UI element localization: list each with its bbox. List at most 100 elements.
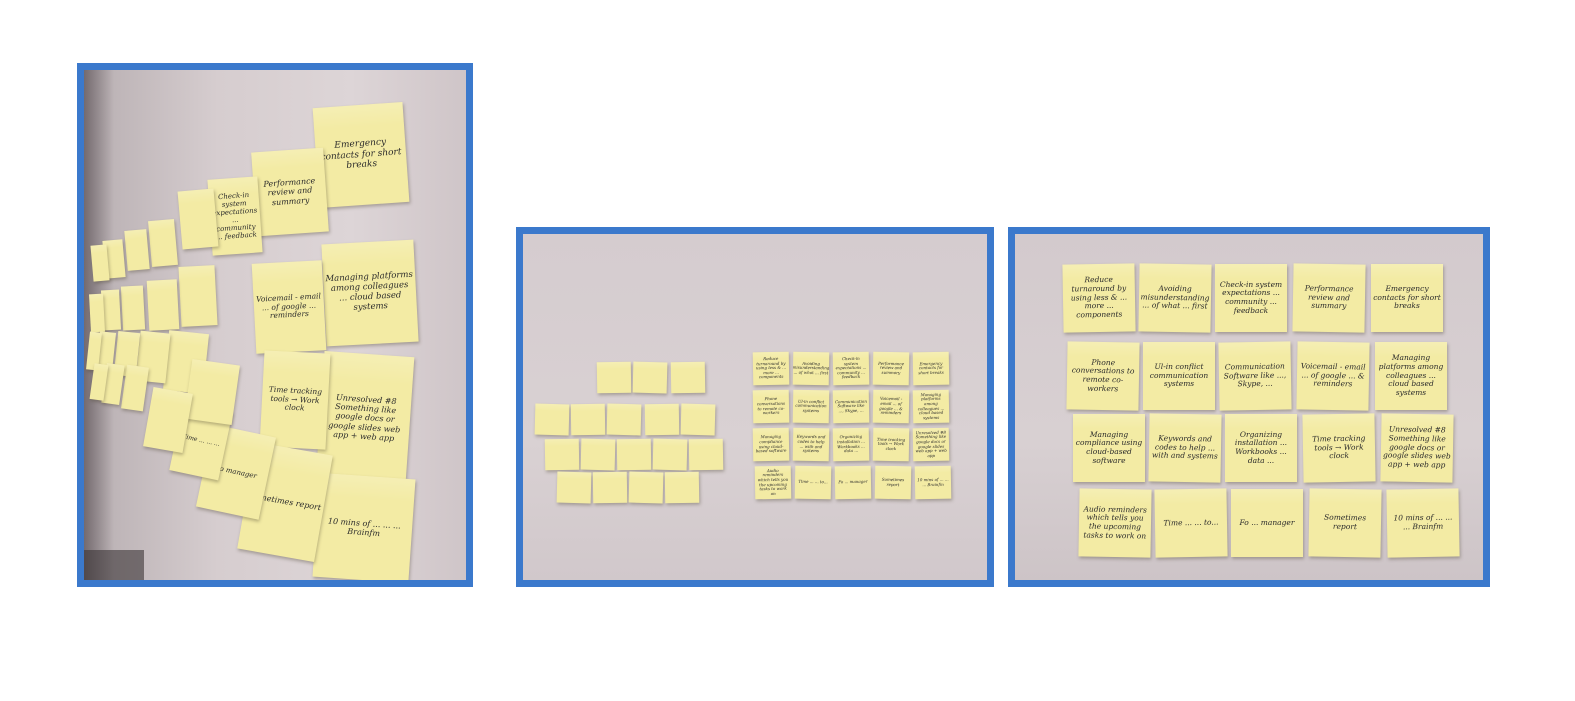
sticky-note-text [686,375,690,379]
sticky-note [146,279,180,331]
sticky-note-text: Voicemail - email ... of google ... remi… [255,291,322,321]
sticky-note [90,244,110,282]
sticky-note-text [550,417,554,421]
sticky-note: Emergency contacts for short breaks [1371,264,1443,332]
sticky-note-text: Unresolved #8 Something like google docs… [1382,424,1451,470]
sticky-note [534,403,570,436]
sticky-note-text: Managing platforms among colleagues ... … [917,391,945,420]
sticky-note [178,265,218,327]
sticky-note-text [125,352,129,356]
sticky-note [628,471,664,504]
sticky-note-text [111,382,116,387]
sticky-note-text [596,452,600,456]
sticky-note: Managing compliance using cloud-based so… [752,427,790,462]
sticky-note: 10 mins of ... ... ... Brainfm [312,472,416,580]
sticky-note [688,438,724,471]
sticky-note [148,218,178,268]
sticky-note: Emergency contacts for short breaks [912,351,950,386]
sticky-note-text: Performance review and summary [878,360,905,375]
sticky-note: Fo ... manager [834,465,872,500]
sticky-note-text [560,452,564,456]
sticky-note: Voicemail - email ... of google ... remi… [251,260,327,354]
sticky-note-text: 10 mins of ... ... ... Brainfm [327,516,402,539]
sticky-note [652,438,688,471]
floor-corner [84,550,144,580]
sticky-note-text [92,349,96,353]
sticky-note: Managing compliance using cloud-based so… [1073,414,1145,482]
sticky-note: Unresolved #8 Something like google docs… [1380,413,1454,483]
sticky-note-text: Organizing installation ... Workbooks ..… [1234,429,1288,465]
sticky-note [570,403,606,436]
sticky-note: Sometimes report [1308,488,1382,558]
sticky-note: Check-in system expectations ... communi… [832,351,870,386]
sticky-note: Unresolved #8 Something like google docs… [912,427,950,462]
sticky-note [556,471,592,504]
sticky-note-text: Avoiding misunderstanding ... of what ..… [792,360,830,376]
sticky-note: Time ... ... to... [794,465,832,500]
sticky-note-text: Time tracking tools → Work clock [1312,433,1366,461]
sticky-note-text [196,294,200,298]
sticky-note-text: Emergency contacts for short breaks [918,360,944,376]
sticky-note [592,471,628,504]
sticky-note: Performance review and summary [1292,263,1366,333]
sticky-note-text [612,375,616,379]
sticky-note [670,361,706,394]
sticky-note: Organizing installation ... Workbooks ..… [832,427,870,462]
sticky-note: 10 mins of ... ... ... Brainfm [914,465,952,500]
sticky-note-text [109,308,113,312]
sticky-note-text: Sometimes report [881,476,905,487]
sticky-note-text [644,485,648,489]
sticky-note-text: Managing platforms among colleagues ... … [1378,353,1444,397]
sticky-note: Keywords and codes to help ... with and … [1148,413,1222,483]
sticky-note: Time ... ... to... [1154,488,1228,558]
sticky-note-text: Ul-in conflict communication systems [795,398,827,413]
sticky-note-text: 10 mins of ... ... ... Brainfm [917,476,949,487]
sticky-note-text [696,417,700,421]
sticky-note-text: Unresolved #8 Something like google docs… [915,429,947,458]
sticky-note-text: Time ... ... to... [798,478,828,485]
sticky-note: Time tracking tools → Work clock [872,427,910,462]
sticky-note [120,285,146,331]
sticky-note-text: Organizing installation ... Workbooks ..… [836,434,865,454]
sticky-note-text: Managing compliance using cloud-based so… [755,434,787,454]
sticky-note-text [112,257,116,261]
sticky-note-text: Time tracking tools → Work clock [876,436,906,451]
sticky-note-text [184,360,188,364]
sticky-note: 10 mins of ... ... ... Brainfm [1386,488,1460,558]
sticky-note: Ul-in conflict communication systems [1143,342,1215,410]
sticky-note-text [166,418,171,423]
sticky-note-text: Emergency contacts for short breaks [1373,284,1441,311]
sticky-note-text: Check-in system expectations ... communi… [835,355,867,380]
sticky-note [664,471,700,504]
sticky-note [184,358,240,426]
sticky-note-text [704,452,708,456]
sticky-note: Managing platforms among colleagues ... … [1375,342,1447,410]
sticky-note: Emergency contacts for short breaks [312,101,410,209]
sticky-note: Managing platforms among colleagues ... … [912,389,950,424]
sticky-note-text: Emergency contacts for short breaks [320,137,402,172]
sticky-note: Phone conversations to remote co-workers [752,389,790,424]
wall-overview-photo: Reduce turnaround by using less & ... mo… [516,227,994,587]
sticky-note-text: Communication Software like ..., Skype, … [834,398,867,414]
sticky-note-text [622,417,626,421]
sticky-note-text: Communication Software like ..., Skype, … [1223,361,1287,389]
sticky-note-text [104,350,108,354]
sticky-note [580,438,616,471]
sticky-note-text: Ul-in conflict communication systems [1149,362,1209,389]
sticky-note-text: Keywords and codes to help ... with and … [1151,433,1218,461]
sticky-note-text: Check-in system expectations ... communi… [1219,279,1283,315]
sticky-note [177,188,219,250]
sticky-note: Time tracking tools → Work clock [1302,413,1376,483]
sticky-note-text: Unresolved #8 Something like google docs… [328,392,401,443]
sticky-note-text: Keywords and codes to help ... with and … [796,434,826,454]
sticky-note-text [680,485,684,489]
sticky-note-text [572,485,576,489]
sticky-note: Communication Software like ..., Skype, … [832,389,870,424]
sticky-note-text [608,485,612,489]
sticky-note: Reduce turnaround by using less & ... mo… [752,351,790,386]
sticky-note-text: Reduce turnaround by using less & ... mo… [755,355,787,380]
sticky-note: Voicemail - email ... of google ... & re… [872,389,910,424]
sticky-note [606,403,642,436]
sticky-note-text: Audio reminders which tells you the upco… [757,467,789,496]
